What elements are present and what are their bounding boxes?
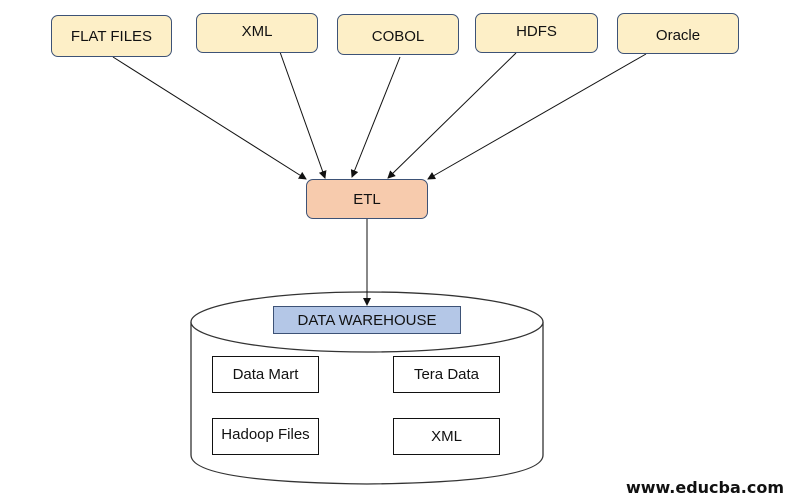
arrow-oracle-to-etl: [427, 53, 647, 180]
arrow-xml-to-etl: [279, 51, 327, 179]
source-oracle[interactable]: Oracle: [617, 13, 739, 54]
warehouse-label: DATA WAREHOUSE: [297, 311, 437, 329]
item-label: Data Mart: [232, 366, 299, 383]
source-hdfs[interactable]: HDFS: [475, 13, 598, 53]
item-label: XML: [431, 428, 462, 445]
etl-label: ETL: [353, 190, 381, 208]
warehouse-item-data-mart[interactable]: Data Mart: [212, 356, 319, 393]
source-label: FLAT FILES: [70, 27, 153, 45]
watermark: www.educba.com: [625, 478, 784, 497]
source-xml[interactable]: XML: [196, 13, 318, 53]
warehouse-item-xml[interactable]: XML: [393, 418, 500, 455]
source-label: COBOL: [371, 28, 425, 45]
data-warehouse-label-box[interactable]: DATA WAREHOUSE: [273, 306, 461, 334]
arrow-flatfiles-to-etl: [112, 56, 307, 180]
etl-process[interactable]: ETL: [306, 179, 428, 219]
arrow-cobol-to-etl: [350, 56, 401, 178]
source-flat-files[interactable]: FLAT FILES: [51, 15, 172, 57]
arrow-hdfs-to-etl: [387, 52, 517, 179]
source-label: Oracle: [655, 27, 701, 44]
item-label: Tera Data: [413, 366, 480, 383]
source-label: HDFS: [516, 22, 557, 40]
source-label: XML: [241, 22, 273, 40]
warehouse-item-hadoop-files[interactable]: Hadoop Files: [212, 418, 319, 455]
source-cobol[interactable]: COBOL: [337, 14, 459, 55]
item-label: Hadoop Files: [221, 426, 310, 443]
warehouse-item-tera-data[interactable]: Tera Data: [393, 356, 500, 393]
